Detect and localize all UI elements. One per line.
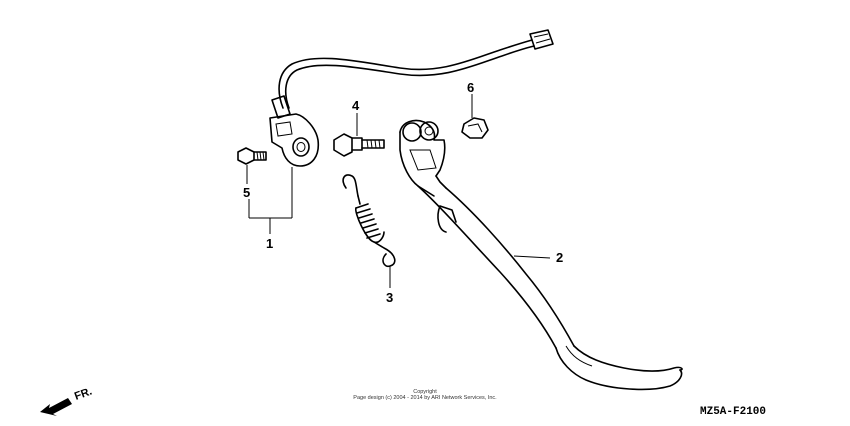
callout-4: 4 (352, 98, 360, 113)
side-stand-switch[interactable] (269, 29, 554, 167)
side-stand[interactable] (399, 119, 683, 391)
pivot-nut[interactable] (461, 117, 489, 139)
copyright-text: Page design (c) 2004 - 2014 by ARI Netwo… (353, 395, 497, 401)
copyright-notice: Copyright Page design (c) 2004 - 2014 by… (300, 389, 550, 401)
figure-code: MZ5A-F2100 (700, 406, 767, 418)
leader-2 (513, 255, 551, 259)
switch-bolt[interactable] (237, 147, 267, 165)
leader-lines (246, 94, 551, 288)
callout-5: 5 (243, 185, 250, 200)
copyright-title: Copyright (413, 389, 437, 395)
front-arrow-label: FR. (73, 386, 94, 403)
side-stand-spring[interactable] (342, 174, 396, 268)
callout-1: 1 (266, 236, 273, 251)
callout-6: 6 (467, 80, 474, 95)
front-arrow-icon: FR. (40, 386, 94, 416)
callout-2: 2 (556, 250, 563, 265)
pivot-bolt[interactable] (333, 133, 385, 157)
callout-3: 3 (386, 290, 393, 305)
